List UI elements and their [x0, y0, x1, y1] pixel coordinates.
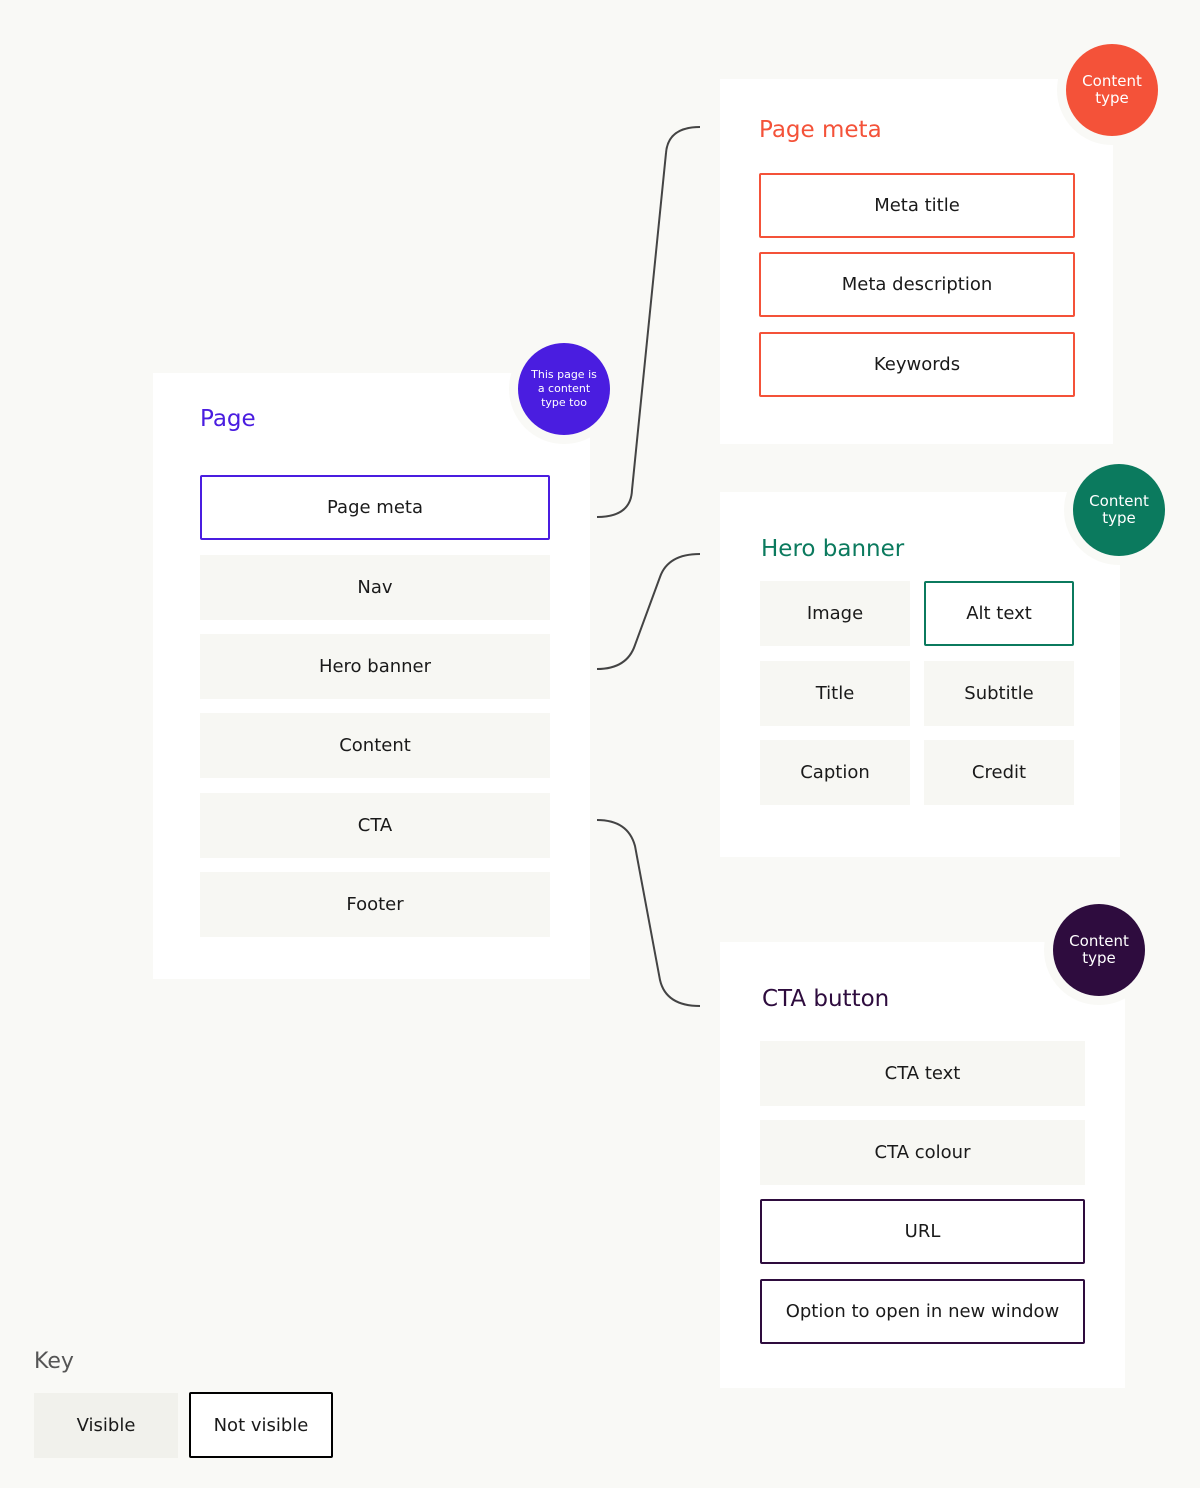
- page-field-hero-banner: Hero banner: [200, 634, 550, 699]
- hero-field-alt-text: Alt text: [924, 581, 1074, 646]
- page-field-content: Content: [200, 713, 550, 778]
- page-meta-badge-text: Content type: [1082, 72, 1142, 107]
- cta-button-badge-text: Content type: [1069, 932, 1129, 967]
- page-meta-field-keywords: Keywords: [759, 332, 1075, 397]
- page-content-type-badge: This page is a content type too: [518, 343, 610, 435]
- page-field-footer: Footer: [200, 872, 550, 937]
- hero-banner-card-title: Hero banner: [761, 536, 905, 562]
- page-meta-card-title: Page meta: [759, 117, 882, 143]
- connector-page-meta: [596, 126, 701, 518]
- connector-hero-banner: [596, 553, 701, 670]
- cta-field-url: URL: [760, 1199, 1085, 1264]
- page-badge-text: This page is a content type too: [531, 368, 597, 409]
- hero-field-credit: Credit: [924, 740, 1074, 805]
- page-field-nav: Nav: [200, 555, 550, 620]
- hero-field-image: Image: [760, 581, 910, 646]
- page-card-title: Page: [200, 406, 256, 432]
- cta-button-card-title: CTA button: [762, 986, 890, 1012]
- hero-banner-card: Hero banner Image Alt text Title Subtitl…: [720, 492, 1120, 857]
- page-meta-field-meta-title: Meta title: [759, 173, 1075, 238]
- hero-banner-badge-text: Content type: [1089, 492, 1149, 527]
- cta-button-card: CTA button CTA text CTA colour URL Optio…: [720, 942, 1125, 1388]
- hero-field-title: Title: [760, 661, 910, 726]
- page-meta-card: Page meta Meta title Meta description Ke…: [720, 79, 1113, 444]
- cta-button-content-type-badge: Content type: [1053, 904, 1145, 996]
- cta-field-open-new-window: Option to open in new window: [760, 1279, 1085, 1344]
- page-card: Page Page meta Nav Hero banner Content C…: [153, 373, 590, 979]
- key-visible: Visible: [34, 1393, 178, 1458]
- hero-banner-content-type-badge: Content type: [1073, 464, 1165, 556]
- key-not-visible: Not visible: [189, 1392, 333, 1458]
- hero-field-caption: Caption: [760, 740, 910, 805]
- hero-field-subtitle: Subtitle: [924, 661, 1074, 726]
- page-meta-content-type-badge: Content type: [1066, 44, 1158, 136]
- key-title: Key: [34, 1349, 74, 1374]
- page-meta-field-meta-description: Meta description: [759, 252, 1075, 317]
- connector-cta: [596, 819, 701, 1007]
- cta-field-cta-colour: CTA colour: [760, 1120, 1085, 1185]
- page-field-page-meta: Page meta: [200, 475, 550, 540]
- cta-field-cta-text: CTA text: [760, 1041, 1085, 1106]
- page-field-cta: CTA: [200, 793, 550, 858]
